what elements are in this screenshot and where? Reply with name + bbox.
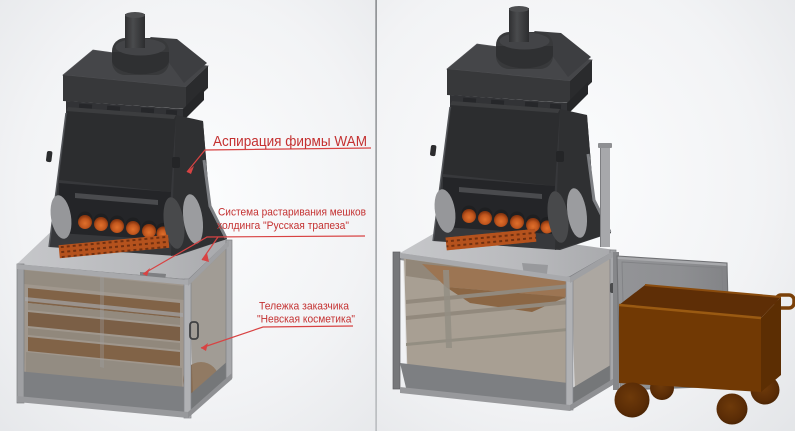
svg-text:"Невская косметика": "Невская косметика" (257, 314, 355, 326)
svg-text:Система растаривания мешков: Система растаривания мешков (218, 207, 366, 219)
svg-text:Тележка заказчика: Тележка заказчика (259, 301, 350, 313)
svg-text:Аспирация фирмы WAM: Аспирация фирмы WAM (213, 133, 367, 150)
svg-text:холдинга "Русская трапеза": холдинга "Русская трапеза" (217, 220, 349, 232)
